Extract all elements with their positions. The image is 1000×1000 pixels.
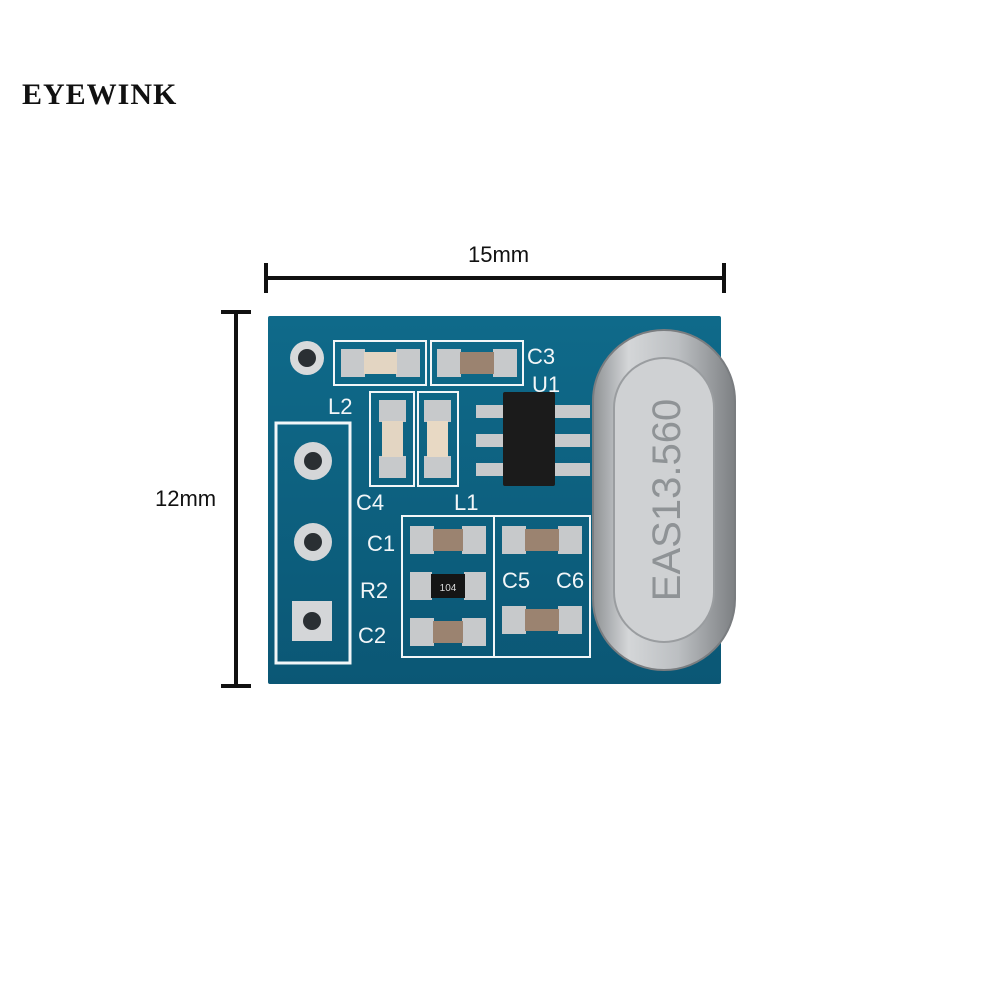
header-pin-square [292,601,332,641]
resistor-code: 104 [440,583,457,594]
label-r2: R2 [360,578,388,603]
component-l1 [417,391,459,487]
component-c3 [430,340,524,386]
crystal-oscillator [592,329,736,671]
label-c3: C3 [527,344,555,369]
label-c4: C4 [356,490,384,515]
width-dimension-line [264,263,726,293]
component-c5 [502,526,582,554]
label-l2: L2 [328,394,352,419]
label-l1: L1 [454,490,478,515]
mounting-hole [290,341,324,375]
pin-header-outline [274,421,352,665]
crystal-marking: EAS13.560 [645,399,689,601]
component-c6 [502,606,582,634]
component-c2 [410,618,486,646]
chip-u1 [476,392,590,486]
label-c5: C5 [502,568,530,593]
label-c6: C6 [556,568,584,593]
height-dimension-line [221,310,251,688]
component-c1 [410,526,486,554]
label-c2: C2 [358,623,386,648]
brand-logo: EYEWINK [22,78,178,111]
header-pin [294,523,332,561]
height-dimension-label: 12mm [155,486,217,511]
component-l2-top [333,340,427,386]
header-pin [294,442,332,480]
width-dimension-label: 15mm [468,242,530,267]
component-r2 [410,572,486,600]
component-block-outline [401,515,591,658]
label-u1: U1 [532,372,560,397]
label-c1: C1 [367,531,395,556]
component-c4 [369,391,415,487]
